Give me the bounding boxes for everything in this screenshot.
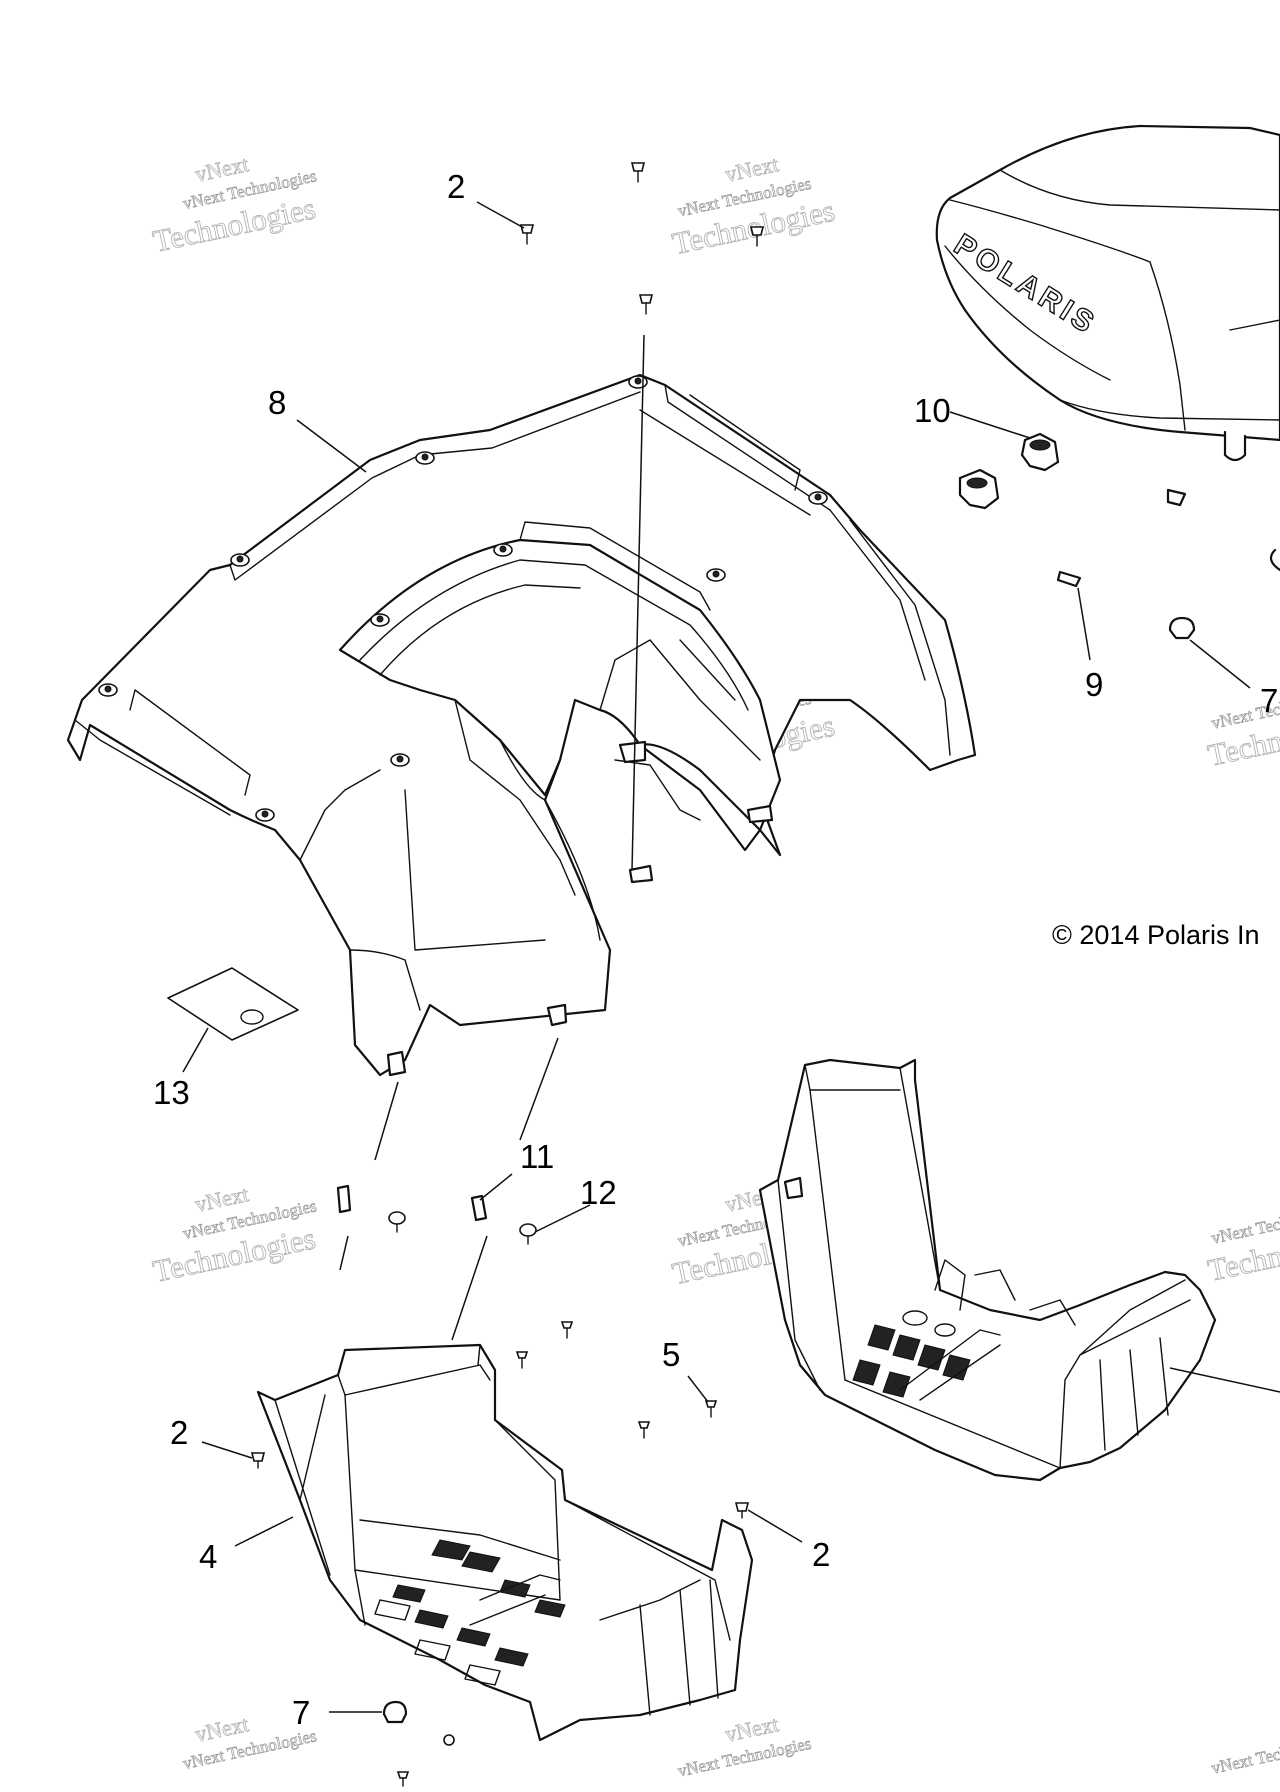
watermark: vNext Technologies (1209, 1730, 1280, 1778)
callout-label: 13 (153, 1074, 190, 1111)
right-footwell (758, 1058, 1217, 1482)
seat: POLARIS (935, 124, 1280, 462)
watermark: vNext Technologies Technologies (1204, 1200, 1280, 1288)
top-screws (519, 162, 765, 871)
callout-label: 2 (447, 168, 465, 205)
callout-label: 7 (292, 1694, 310, 1731)
callout-label: 2 (812, 1536, 830, 1573)
watermark: vNext vNext Technologies Technologies (669, 151, 838, 262)
fender-grommets (98, 375, 828, 822)
callout-label: 7 (1260, 682, 1278, 719)
decal-13 (167, 967, 299, 1041)
leader-lines (182, 201, 1280, 1713)
watermark: vNext vNext Technologies Technologies (149, 1181, 318, 1290)
push-rivet-7-bottom (382, 1700, 408, 1724)
rear-fender (66, 373, 977, 1077)
callout-label: 9 (1085, 666, 1103, 703)
callout-label: 11 (520, 1138, 554, 1175)
svg-text:vNext Technologies: vNext Technologies (1210, 1731, 1280, 1778)
callout-label: 2 (170, 1414, 188, 1451)
left-footwell (256, 1343, 754, 1742)
callout-label: 8 (268, 384, 286, 421)
callout-label: 12 (580, 1174, 617, 1211)
callouts: 2 8 10 9 7 13 11 12 5 2 4 2 7 (153, 168, 1278, 1731)
copyright-text: © 2014 Polaris In (1052, 920, 1260, 950)
push-rivet-7-top (1168, 616, 1196, 640)
watermark: vNext vNext Technologies (676, 1711, 814, 1781)
clip-9 (1056, 570, 1082, 588)
callout-label: 4 (199, 1538, 217, 1575)
callout-label: 5 (662, 1336, 680, 1373)
seat-latch-knobs (958, 432, 1280, 572)
watermark: vNext vNext Technologies Technologies (149, 151, 318, 260)
callout-label: 10 (914, 392, 951, 429)
